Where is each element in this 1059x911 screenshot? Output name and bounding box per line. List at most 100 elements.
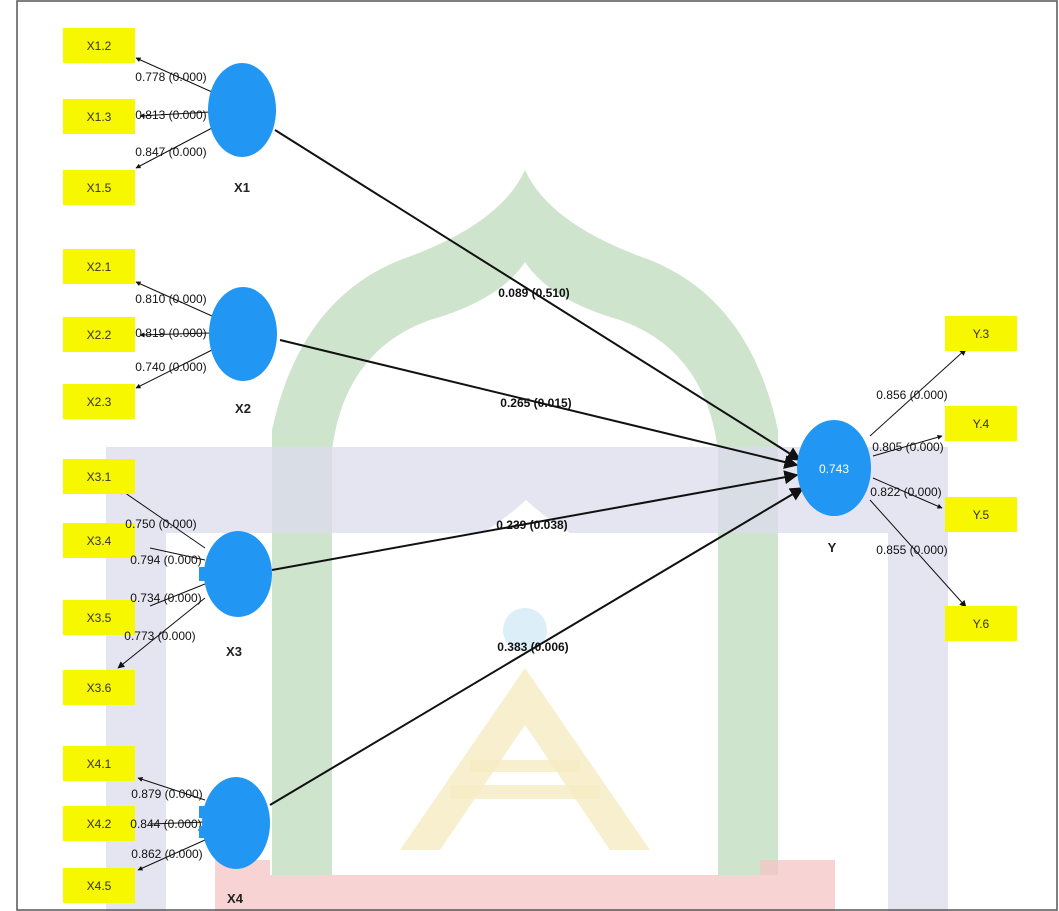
construct-node-x4-notch-2 (199, 826, 206, 838)
indicator-box-x3-6 (63, 670, 135, 705)
indicator-box-y-6 (945, 606, 1017, 641)
path-arrow-x1-y (274, 129, 802, 461)
loading-arrow-x4-1 (137, 777, 206, 801)
loading-arrow-x2-2 (139, 332, 211, 338)
indicator-label-x4-1: X4.1 (87, 757, 112, 771)
indicator-label-x3-1: X3.1 (87, 470, 112, 484)
path-arrow-x4-y (269, 487, 805, 806)
loading-arrow-x3-5 (149, 583, 206, 607)
loading-arrow-y-4 (872, 434, 943, 457)
indicator-box-x4-2 (63, 806, 135, 841)
indicator-label-x3-5: X3.5 (87, 611, 112, 625)
construct-node-y (797, 420, 871, 516)
loading-arrow-y-5 (872, 477, 943, 509)
measurement-x3: X3.1 X3.4 X3.5 X3.6 0.750 (0.000) 0.794 … (63, 459, 272, 705)
path-arrow-x3-y (271, 470, 799, 571)
construct-label-y: Y (828, 540, 837, 555)
indicator-box-x1-3 (63, 99, 135, 134)
loading-value-x2-1: 0.810 (0.000) (135, 292, 206, 306)
indicator-label-x1-2: X1.2 (87, 39, 112, 53)
structural-paths: 0.089 (0.510) 0.265 (0.015) 0.239 (0.038… (269, 129, 805, 806)
indicator-box-y-5 (945, 497, 1017, 532)
loading-arrow-y-6 (869, 499, 967, 608)
indicator-box-x2-2 (63, 317, 135, 352)
loading-value-x2-3: 0.740 (0.000) (135, 360, 206, 374)
indicator-box-x4-1 (63, 746, 135, 781)
loading-value-x2-2: 0.819 (0.000) (135, 326, 206, 340)
measurement-x1: X1.2 X1.3 X1.5 0.778 (0.000) 0.813 (0.00… (63, 28, 276, 205)
loading-arrow-x4-2 (149, 821, 206, 825)
frame-border (16, 0, 1058, 911)
loading-value-x1-5: 0.847 (0.000) (135, 145, 206, 159)
loading-arrow-y-3 (869, 348, 967, 437)
loading-value-y-5: 0.822 (0.000) (870, 485, 941, 499)
watermark-red-shape (215, 860, 835, 911)
loading-value-y-6: 0.855 (0.000) (876, 543, 947, 557)
loading-value-x1-2: 0.778 (0.000) (135, 70, 206, 84)
indicator-box-y-3 (945, 316, 1017, 351)
measurement-x2: X2.1 X2.2 X2.3 0.810 (0.000) 0.819 (0.00… (63, 249, 277, 419)
construct-node-x2 (209, 287, 277, 381)
loading-arrow-x1-2 (135, 57, 213, 93)
loading-value-x1-3: 0.813 (0.000) (135, 108, 206, 122)
path-arrow-x2-y (279, 339, 799, 469)
loading-value-x4-1: 0.879 (0.000) (131, 787, 202, 801)
loading-value-x3-6: 0.773 (0.000) (124, 629, 195, 643)
loading-value-x4-2: 0.844 (0.000) (130, 817, 201, 831)
construct-node-x4-notch (199, 806, 206, 818)
loading-arrow-x3-1 (117, 487, 206, 549)
watermark-yellow-bar-1 (450, 785, 600, 799)
indicator-box-x3-1 (63, 459, 135, 494)
measurement-x4: X4.1 X4.2 X4.5 0.879 (0.000) 0.844 (0.00… (63, 746, 270, 906)
indicator-label-y-4: Y.4 (973, 417, 990, 431)
indicator-box-x3-5 (63, 600, 135, 635)
watermark-globe (503, 608, 547, 652)
indicator-label-y-6: Y.6 (973, 617, 990, 631)
indicator-label-x1-3: X1.3 (87, 110, 112, 124)
loading-value-x3-4: 0.794 (0.000) (130, 553, 201, 567)
path-coef-x2-y: 0.265 (0.015) (500, 396, 571, 410)
construct-label-x4: X4 (227, 891, 244, 906)
indicator-label-x3-6: X3.6 (87, 681, 112, 695)
construct-node-x3 (204, 531, 272, 617)
construct-node-x3-notch (199, 567, 205, 581)
construct-label-x1: X1 (234, 180, 250, 195)
indicator-label-x2-3: X2.3 (87, 395, 112, 409)
loading-value-y-3: 0.856 (0.000) (876, 388, 947, 402)
loading-arrow-x3-4 (149, 547, 206, 561)
loading-value-x3-5: 0.734 (0.000) (130, 591, 201, 605)
indicator-box-x2-1 (63, 249, 135, 284)
loading-arrow-x1-3 (139, 111, 211, 119)
path-coef-x4-y: 0.383 (0.006) (497, 640, 568, 654)
loading-arrow-x2-3 (135, 349, 213, 389)
construct-label-x3: X3 (226, 644, 242, 659)
loading-arrow-x1-5 (135, 127, 213, 169)
loading-arrow-x3-6 (117, 597, 206, 669)
indicator-label-x4-2: X4.2 (87, 817, 112, 831)
construct-label-x2: X2 (235, 401, 251, 416)
indicator-label-x1-5: X1.5 (87, 181, 112, 195)
watermark-green-dome (272, 170, 778, 875)
indicator-box-x2-3 (63, 384, 135, 419)
watermark-yellow-pyramid (400, 668, 650, 850)
indicator-label-x2-2: X2.2 (87, 328, 112, 342)
indicator-box-x3-4 (63, 523, 135, 558)
loading-value-y-4: 0.805 (0.000) (872, 440, 943, 454)
indicator-box-x1-2 (63, 28, 135, 63)
indicator-label-x3-4: X3.4 (87, 534, 112, 548)
path-coef-x1-y: 0.089 (0.510) (498, 286, 569, 300)
indicator-label-y-5: Y.5 (973, 508, 990, 522)
loading-arrow-x2-1 (135, 281, 213, 317)
indicator-box-x1-5 (63, 170, 135, 205)
path-coef-x3-y: 0.239 (0.038) (496, 518, 567, 532)
indicator-label-y-3: Y.3 (973, 327, 990, 341)
indicator-box-y-4 (945, 406, 1017, 441)
loading-value-x3-1: 0.750 (0.000) (125, 517, 196, 531)
indicator-box-x4-5 (63, 868, 135, 903)
measurement-y: Y.3 Y.4 Y.5 Y.6 0.856 (0.000) 0.805 (0.0… (797, 316, 1017, 641)
construct-node-x1 (208, 63, 276, 157)
construct-r2-y: 0.743 (819, 462, 849, 476)
indicator-label-x2-1: X2.1 (87, 260, 112, 274)
indicator-label-x4-5: X4.5 (87, 879, 112, 893)
